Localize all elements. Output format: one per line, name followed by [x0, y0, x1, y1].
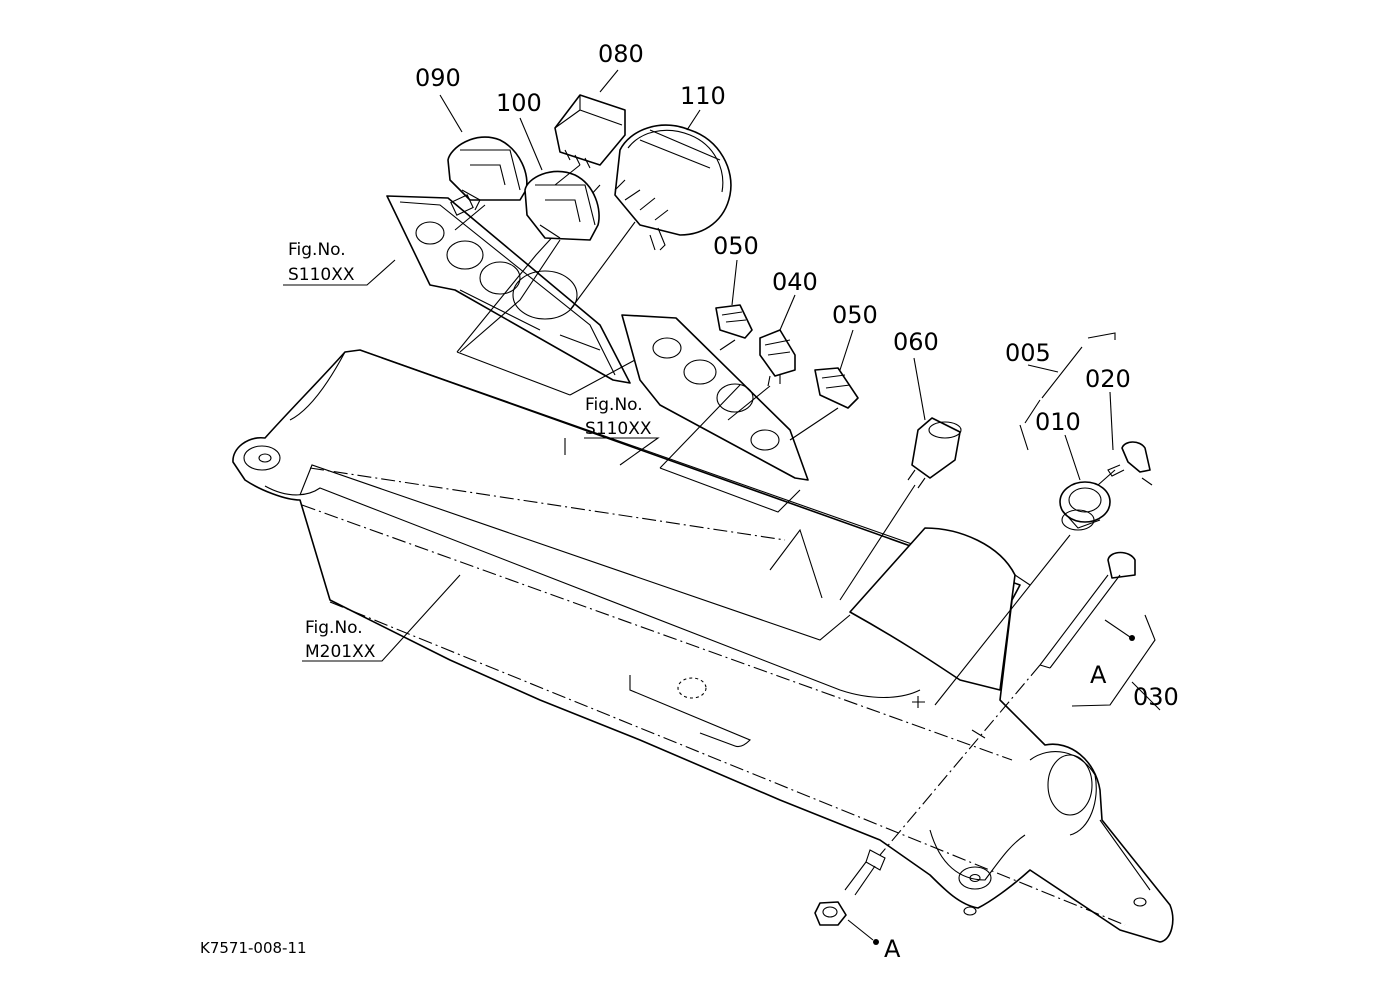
rocker-switch-040 [759, 329, 796, 387]
part-label-040: 040 [772, 268, 818, 296]
part-label-090: 090 [415, 64, 461, 92]
part-label-100: 100 [496, 89, 542, 117]
connector-label-lower: A [884, 935, 901, 963]
cable-030 [844, 551, 1136, 896]
connector-label-upper: A [1090, 661, 1107, 689]
break-line [769, 528, 823, 599]
part-label-060: 060 [893, 328, 939, 356]
connector-point-lower [873, 939, 879, 945]
fig-ref-b-number: S110XX [585, 419, 652, 439]
gauge-090 [447, 136, 528, 216]
gauge-110 [614, 124, 732, 251]
part-label-030: 030 [1133, 683, 1179, 711]
switch-panel-plate [621, 314, 809, 481]
part-label-050-b: 050 [832, 301, 878, 329]
gauge-100 [524, 170, 600, 241]
part-label-020: 020 [1085, 365, 1131, 393]
gauge-080 [554, 94, 626, 169]
socket-060 [907, 417, 962, 489]
drawing-code: K7571-008-11 [200, 939, 307, 957]
assembly-bracket-005 [1019, 332, 1116, 451]
connector-point-upper [1129, 635, 1135, 641]
key-020 [1107, 441, 1153, 486]
fig-ref-c-number: M201XX [305, 642, 376, 662]
nut [814, 901, 847, 926]
switch-cover-050-a [715, 304, 753, 339]
part-label-110: 110 [680, 82, 726, 110]
fig-ref-c-label: Fig.No. [305, 618, 363, 638]
fig-ref-a-label: Fig.No. [288, 240, 346, 260]
fig-ref-a-number: S110XX [288, 265, 355, 285]
ignition-switch-010 [1059, 481, 1111, 531]
switch-cover-050-b [814, 367, 859, 409]
fig-ref-b-label: Fig.No. [585, 395, 643, 415]
dashboard-panel [232, 349, 1174, 943]
part-label-010: 010 [1035, 408, 1081, 436]
part-label-080: 080 [598, 40, 644, 68]
part-label-050-a: 050 [713, 232, 759, 260]
part-label-005: 005 [1005, 339, 1051, 367]
